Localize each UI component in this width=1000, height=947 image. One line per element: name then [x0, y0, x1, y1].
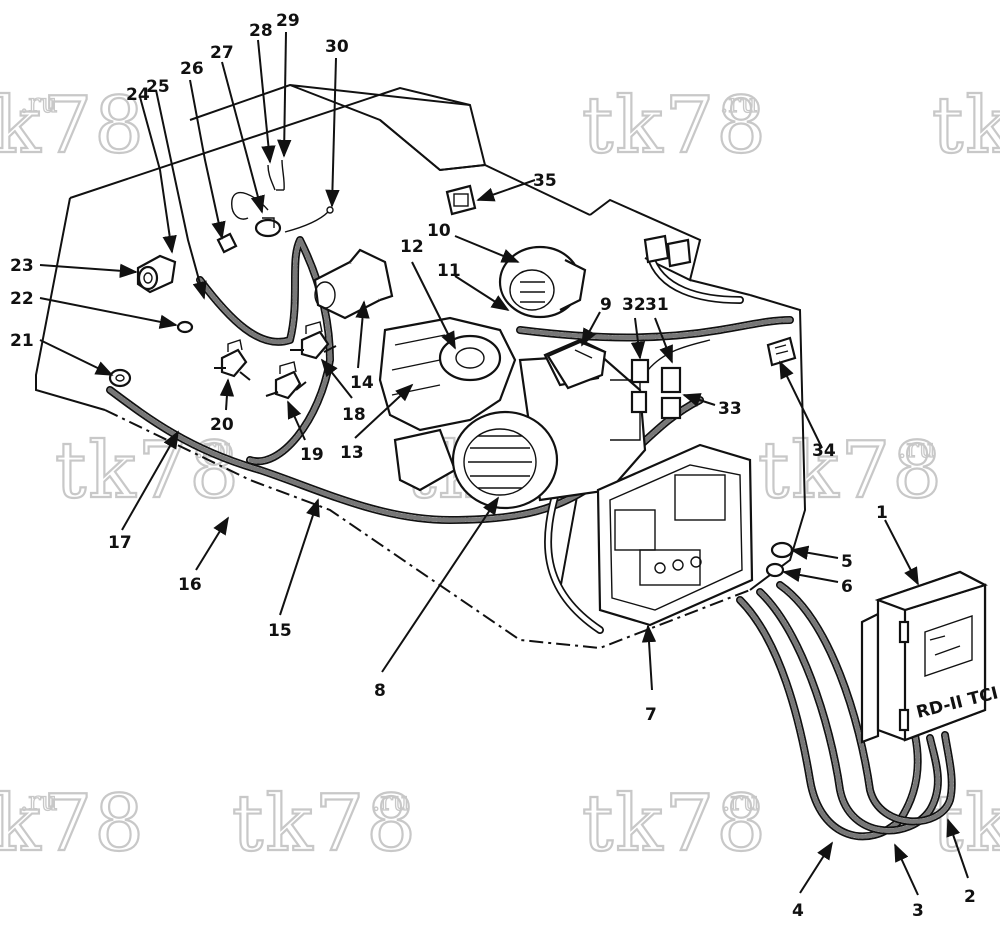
component-electric-motor [451, 338, 647, 510]
callout-14: 14 [350, 373, 374, 393]
callout-28: 28 [249, 21, 273, 41]
leader-lines [39, 31, 969, 896]
callout-33: 33 [718, 399, 742, 419]
component-upper-connectors [643, 234, 692, 268]
callout-6: 6 [841, 577, 853, 597]
svg-text:tk78: tk78 [0, 779, 146, 869]
watermark: tk78.ru [931, 778, 1000, 870]
svg-text:tk78: tk78 [932, 81, 1000, 171]
component-solenoid [136, 254, 177, 294]
component-compressor [378, 316, 517, 492]
svg-text:tk78: tk78 [932, 779, 1000, 869]
callout-labels: 1 2 3 4 5 6 7 8 9 10 11 12 13 14 15 16 1… [10, 11, 976, 921]
callout-4: 4 [792, 901, 804, 921]
callout-32: 32 [622, 295, 646, 315]
callout-23: 23 [10, 256, 34, 276]
component-terminal-block [766, 336, 797, 367]
callout-34: 34 [812, 441, 836, 461]
watermark: tk78.ru [581, 778, 768, 870]
svg-text:.ru: .ru [722, 787, 759, 817]
controller-box: RD-II TCI [860, 570, 1000, 744]
svg-text:tk78: tk78 [582, 779, 768, 869]
callout-2: 2 [964, 887, 976, 907]
callout-1: 1 [876, 503, 888, 523]
callout-7: 7 [645, 705, 657, 725]
svg-text:.ru: .ru [720, 89, 757, 119]
callout-35: 35 [533, 171, 557, 191]
component-control-panel [596, 443, 754, 627]
callout-12: 12 [400, 237, 424, 257]
watermark: tk78.ru [231, 778, 418, 870]
svg-text:.ru: .ru [20, 787, 57, 817]
component-relay-box [546, 340, 607, 390]
callout-10: 10 [427, 221, 451, 241]
component-valve-20 [214, 339, 251, 381]
svg-text:tk78: tk78 [232, 779, 418, 869]
callout-9: 9 [600, 295, 612, 315]
svg-text:tk78: tk78 [758, 426, 944, 516]
component-connectors [630, 339, 711, 420]
svg-text:.ru: .ru [898, 434, 935, 464]
callout-17: 17 [108, 533, 132, 553]
callout-19: 19 [300, 445, 324, 465]
callout-18: 18 [342, 405, 366, 425]
svg-text:tk78: tk78 [0, 81, 146, 171]
callout-8: 8 [374, 681, 386, 701]
callout-16: 16 [178, 575, 202, 595]
callout-21: 21 [10, 331, 34, 351]
callout-24: 24 [126, 85, 150, 105]
component-alternator [498, 245, 587, 319]
svg-text:.ru: .ru [20, 89, 57, 119]
callout-11: 11 [437, 261, 461, 281]
harness-group [106, 234, 956, 841]
component-plug-5 [770, 541, 794, 559]
component-grommet [176, 320, 194, 334]
callout-3: 3 [912, 901, 924, 921]
callout-13: 13 [340, 443, 364, 463]
callout-26: 26 [180, 59, 204, 79]
callout-29: 29 [276, 11, 300, 31]
component-starter-motor [313, 248, 394, 320]
component-wire-30 [284, 206, 334, 233]
callout-30: 30 [325, 37, 349, 57]
component-valve-19 [265, 361, 307, 400]
watermark: tk78.ru [757, 425, 944, 517]
component-fuse-holder [445, 184, 477, 216]
component-plug-6 [765, 562, 785, 578]
svg-text:tk78: tk78 [55, 426, 241, 516]
callout-25: 25 [146, 77, 170, 97]
component-clamp [108, 368, 132, 388]
callout-31: 31 [645, 295, 669, 315]
watermark: tk78.ru [0, 778, 146, 870]
component-wires-28-29 [267, 159, 285, 191]
watermark: tk78.ru [581, 80, 768, 172]
component-pressure-switch [231, 191, 282, 238]
callout-15: 15 [268, 621, 292, 641]
callout-20: 20 [210, 415, 234, 435]
watermark: tk78.ru [931, 80, 1000, 172]
callout-22: 22 [10, 289, 34, 309]
watermark: tk78.ru [54, 425, 241, 517]
watermark: tk78.ru [0, 80, 146, 172]
callout-5: 5 [841, 552, 853, 572]
component-valve-18 [290, 321, 337, 360]
svg-text:tk78: tk78 [582, 81, 768, 171]
svg-text:.ru: .ru [372, 787, 409, 817]
callout-27: 27 [210, 43, 234, 63]
